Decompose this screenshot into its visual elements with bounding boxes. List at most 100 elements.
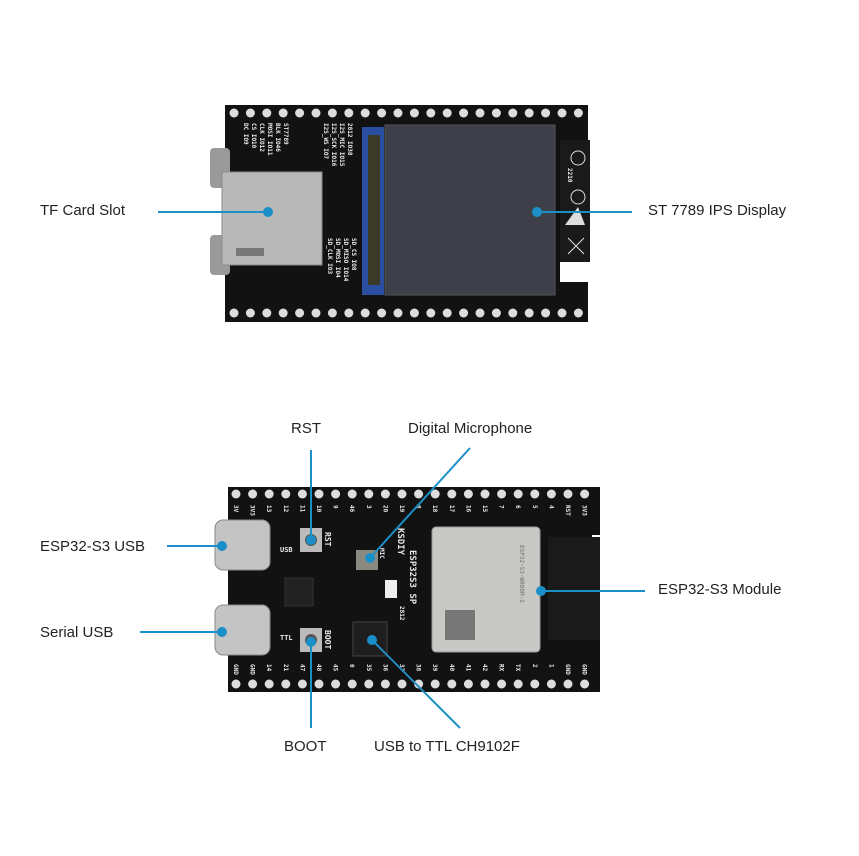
callout-esp32-usb: ESP32-S3 USB xyxy=(40,538,146,555)
pin-label: 47 xyxy=(298,664,305,672)
silkscreen-date-code: 2210 xyxy=(566,168,573,183)
header-pin xyxy=(264,489,274,499)
header-pin xyxy=(480,489,490,499)
pin-label: GND xyxy=(581,664,588,675)
silkscreen-ttl: TTL xyxy=(280,634,293,642)
silkscreen-sd-pin: SD_MOSI IO4 xyxy=(334,238,341,278)
pin-label: 3 xyxy=(365,505,372,509)
header-pin xyxy=(573,108,583,118)
header-pin xyxy=(229,308,239,318)
header-pin xyxy=(314,679,324,689)
pin-label: 46 xyxy=(348,505,355,513)
silkscreen-lcd-pin: CLK IO12 xyxy=(258,123,265,152)
header-pin xyxy=(380,679,390,689)
pin-label: 12 xyxy=(282,505,289,513)
header-pin xyxy=(414,489,424,499)
header-pin xyxy=(262,308,272,318)
silkscreen-lcd-pin: BLK IO46 xyxy=(274,123,281,152)
header-pin xyxy=(563,679,573,689)
header-pin xyxy=(580,489,590,499)
pin-label: 9 xyxy=(332,505,339,509)
silkscreen-sd-pin: SD_MISO IO14 xyxy=(342,238,349,282)
pin-label: GND xyxy=(564,664,571,675)
pin-label: 13 xyxy=(265,505,272,513)
callout-usb-ttl: USB to TTL CH9102F xyxy=(374,738,520,755)
header-pin xyxy=(442,308,452,318)
usb-c-port-serial xyxy=(214,604,271,656)
silkscreen-sd-pin: SD_CLK IO3 xyxy=(326,238,333,275)
pin-label: 8 xyxy=(415,505,422,509)
silkscreen-i2s-pin: I2S_MIC IO15 xyxy=(338,123,345,167)
pin-label: 48 xyxy=(315,664,322,672)
header-pin xyxy=(281,679,291,689)
header-pin xyxy=(508,108,518,118)
header-pin xyxy=(245,308,255,318)
header-pin xyxy=(480,679,490,689)
silkscreen-lcd-pin: MOSI IO11 xyxy=(266,123,273,156)
pin-label: 4 xyxy=(547,505,554,509)
header-pin xyxy=(447,679,457,689)
callout-tf-card-slot: TF Card Slot xyxy=(40,202,126,219)
header-pin xyxy=(281,489,291,499)
header-pin xyxy=(393,308,403,318)
header-pin xyxy=(360,108,370,118)
pin-label: 3V xyxy=(232,505,239,513)
pin-label: 14 xyxy=(265,664,272,672)
pin-label: TX xyxy=(514,664,521,672)
header-pin xyxy=(497,679,507,689)
header-pin xyxy=(262,108,272,118)
header-pin xyxy=(546,489,556,499)
silkscreen-brand: KSDIY xyxy=(395,528,405,556)
header-pin xyxy=(414,679,424,689)
header-pin xyxy=(463,489,473,499)
header-pin xyxy=(393,108,403,118)
header-pin xyxy=(447,489,457,499)
header-pin xyxy=(491,108,501,118)
header-pin xyxy=(530,489,540,499)
pin-label: 42 xyxy=(481,664,488,672)
pin-label: 37 xyxy=(398,664,405,672)
weee-bin-icon xyxy=(567,237,585,255)
pin-label: 17 xyxy=(448,505,455,513)
header-pin xyxy=(546,679,556,689)
header-pin xyxy=(231,679,241,689)
header-pin xyxy=(513,489,523,499)
pin-label: 5 xyxy=(531,505,538,509)
header-pin xyxy=(573,308,583,318)
header-pin xyxy=(278,108,288,118)
pin-label: GND xyxy=(249,664,256,675)
silkscreen-lcd-pin: ST7789 xyxy=(282,123,289,145)
header-pin xyxy=(426,108,436,118)
header-pin xyxy=(541,308,551,318)
callout-rst: RST xyxy=(291,420,321,437)
header-pin xyxy=(264,679,274,689)
callout-esp32-module: ESP32-S3 Module xyxy=(658,581,782,598)
header-pin xyxy=(563,489,573,499)
silkscreen-sd-pin: SD_CS IO8 xyxy=(350,238,357,271)
pin-label: 36 xyxy=(381,664,388,672)
header-pin xyxy=(541,108,551,118)
header-pin xyxy=(491,308,501,318)
header-pin xyxy=(248,679,258,689)
silkscreen-i2s-pin: 2812 IO38 xyxy=(346,123,353,156)
silkscreen-module-text: ESP32-S3-WROOM-1 xyxy=(518,545,525,603)
header-pin xyxy=(278,308,288,318)
pb-free-icon xyxy=(570,189,586,205)
header-pin xyxy=(530,679,540,689)
pin-label: 19 xyxy=(398,505,405,513)
header-pin xyxy=(459,308,469,318)
pin-label: 0 xyxy=(348,664,355,668)
header-pin xyxy=(327,308,337,318)
silkscreen-i2s-pin: I2S_WS IO7 xyxy=(322,123,329,160)
header-pin xyxy=(248,489,258,499)
header-pin xyxy=(364,679,374,689)
header-pin xyxy=(360,308,370,318)
header-pin xyxy=(459,108,469,118)
callout-display: ST 7789 IPS Display xyxy=(648,202,787,219)
pin-label: 39 xyxy=(431,664,438,672)
pin-label: 11 xyxy=(298,505,305,513)
header-pin xyxy=(314,489,324,499)
